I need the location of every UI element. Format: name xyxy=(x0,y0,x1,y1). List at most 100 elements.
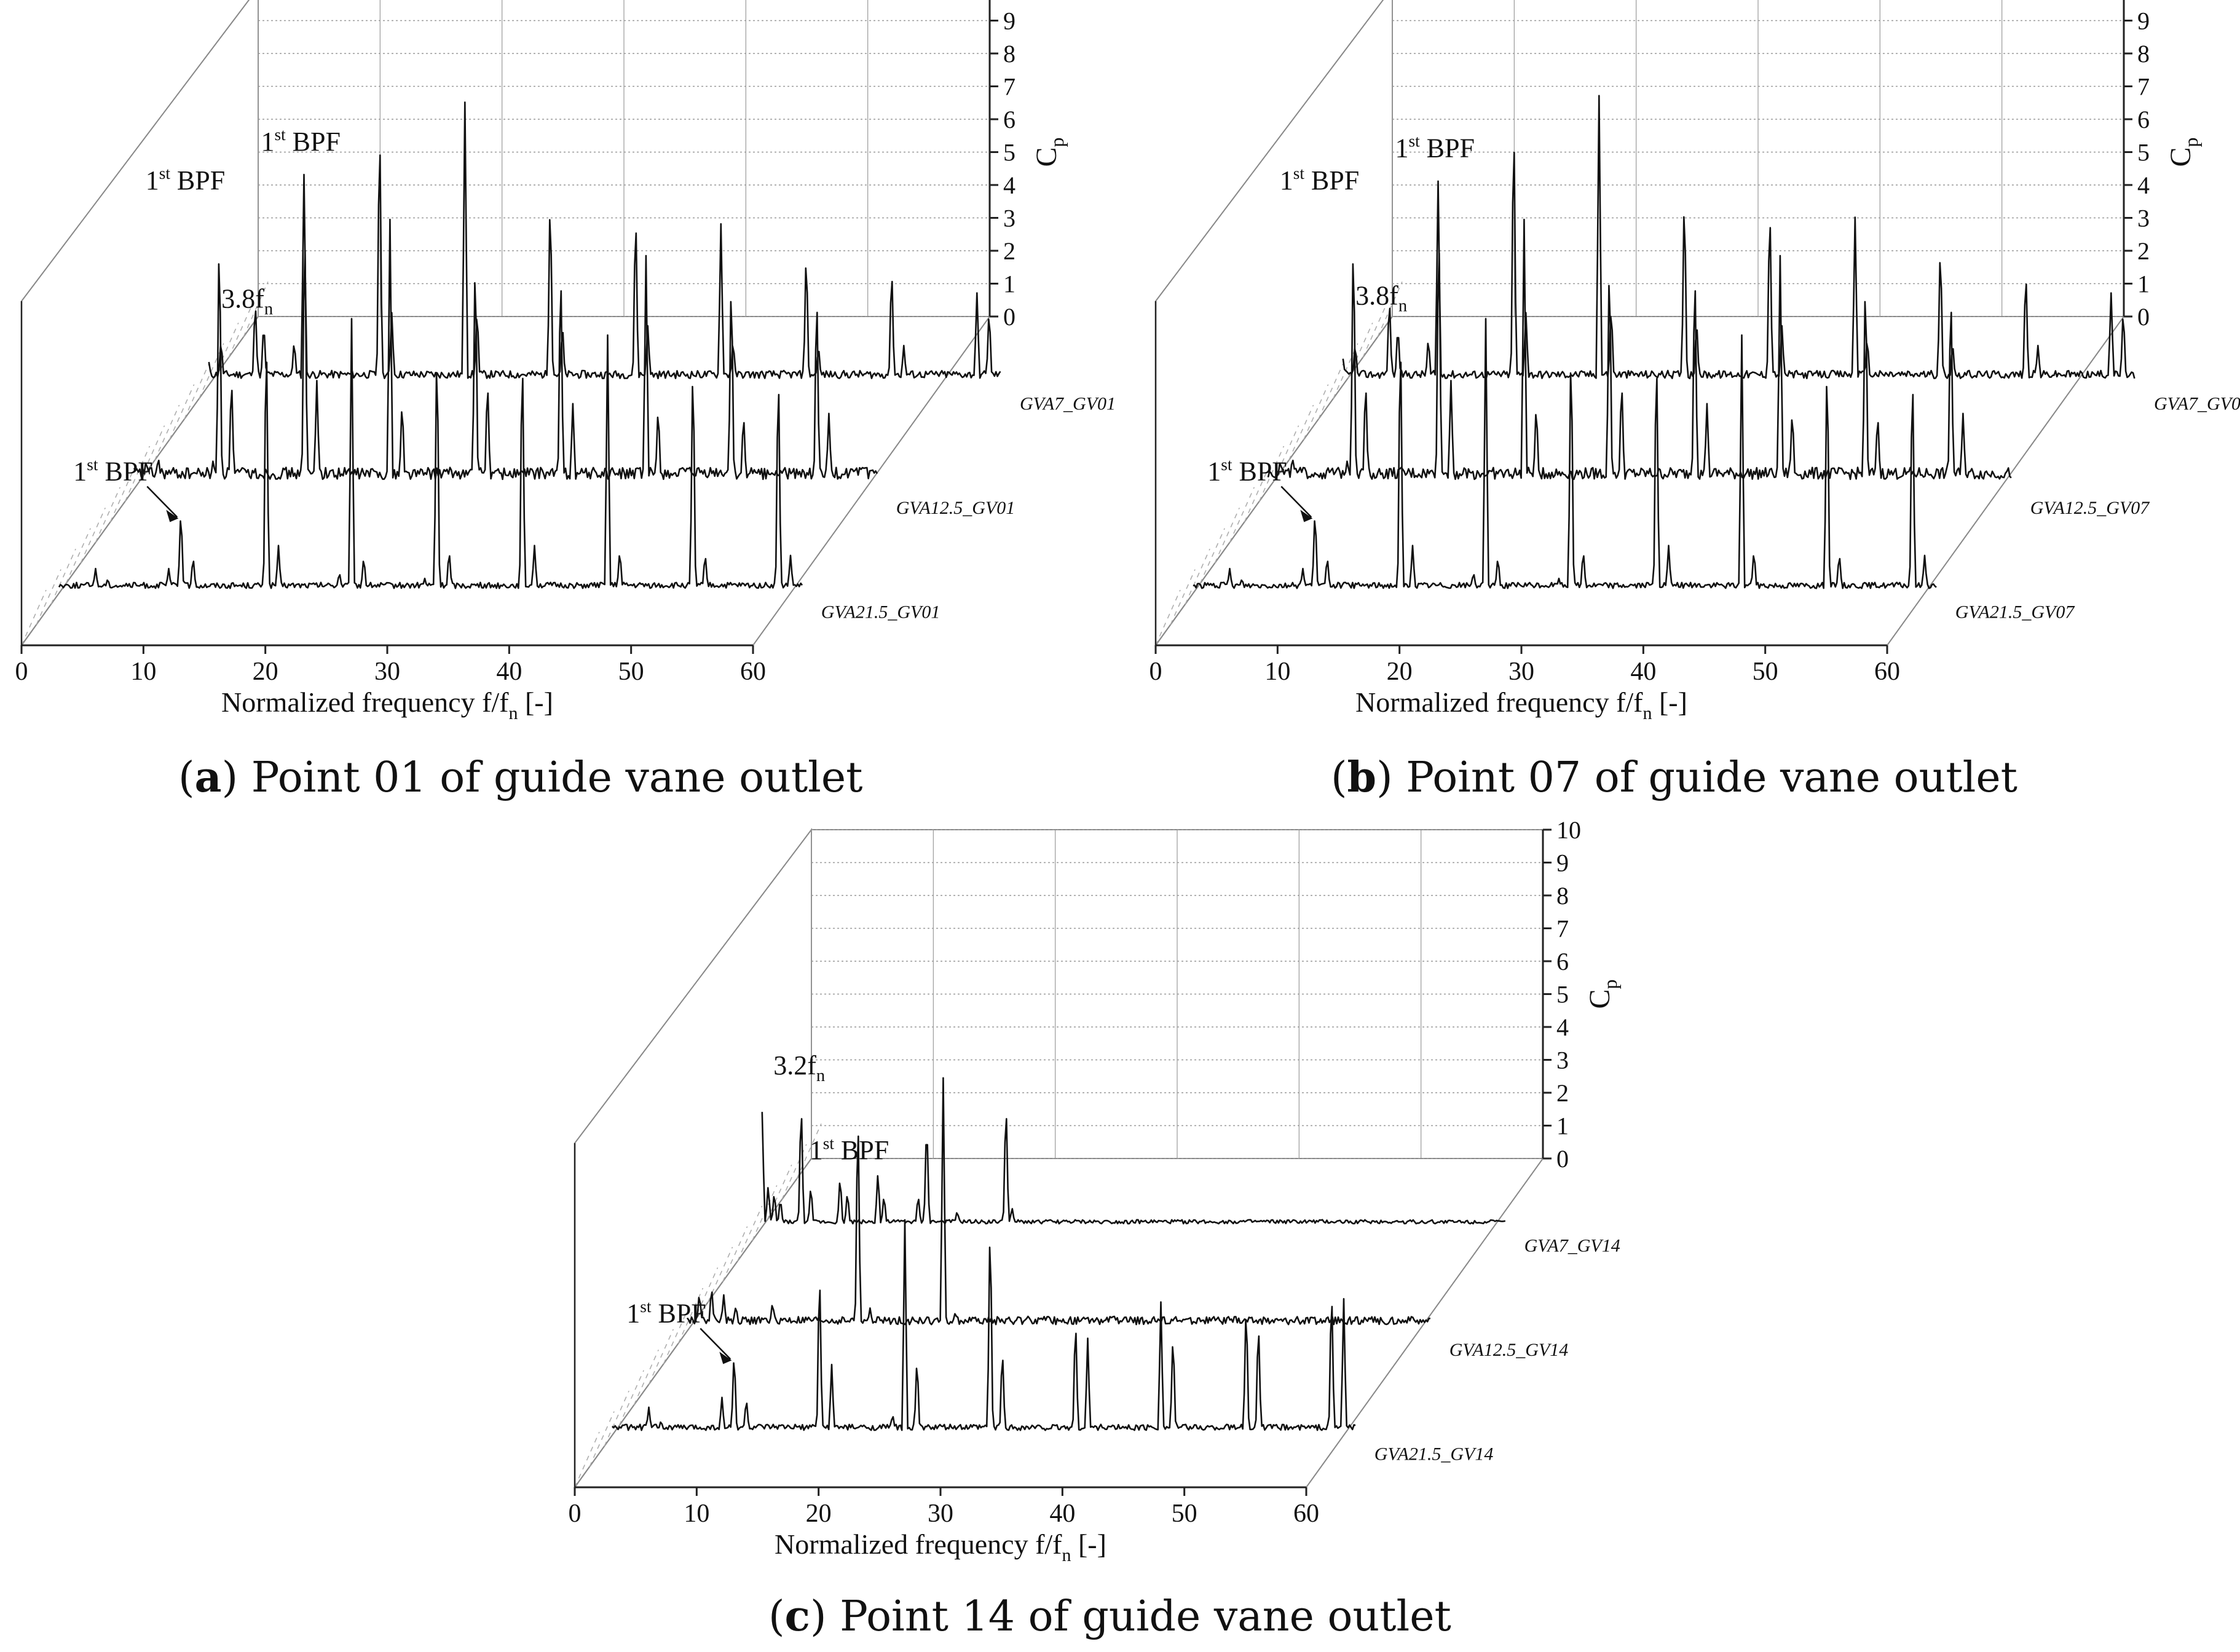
series-trace-2 xyxy=(1267,218,2012,481)
z-tick-label: 0 xyxy=(1556,1145,1569,1173)
wall-hatch xyxy=(796,1123,822,1179)
caption-b-letter: b xyxy=(1347,753,1377,802)
annotation-label: 1st BPF xyxy=(626,1297,706,1329)
series-trace-1 xyxy=(208,101,1001,380)
series-label-1: GVA7_GV01 xyxy=(1020,393,1116,414)
x-axis-label: Normalized frequency f/fn [-] xyxy=(221,686,553,723)
z-tick-label: 7 xyxy=(1556,915,1569,943)
z-tick-label: 4 xyxy=(2137,171,2150,199)
z-axis-label: Cp xyxy=(1583,979,1621,1009)
z-tick-label: 3 xyxy=(2137,205,2150,232)
series-label-2: GVA12.5_GV01 xyxy=(896,498,1015,518)
series-label-3: GVA21.5_GV07 xyxy=(1955,602,2076,622)
wall-hatch xyxy=(1318,363,1344,420)
z-tick-label: 0 xyxy=(1003,303,1015,331)
back-wall-grid xyxy=(811,829,1544,1159)
annotation-label: 3.8fn xyxy=(221,284,273,319)
left-wall xyxy=(1155,0,1393,648)
wall-hatch xyxy=(1214,507,1240,564)
wall-hatch xyxy=(648,1329,674,1385)
annotation-label: 1st BPF xyxy=(1280,164,1359,195)
x-tick-label: 10 xyxy=(130,658,156,686)
wall-hatch xyxy=(124,446,151,502)
wall-hatch xyxy=(767,1165,792,1221)
series-label-3: GVA21.5_GV14 xyxy=(1374,1444,1494,1464)
annotation-label: 1st BPF xyxy=(1395,132,1474,163)
wall-hatch xyxy=(154,404,180,461)
z-tick-label: 8 xyxy=(1556,882,1569,910)
z-axis-label: Cp xyxy=(1030,137,1068,167)
series-trace-1 xyxy=(1342,95,2135,380)
wall-hatch xyxy=(21,589,47,646)
z-tick-label: 8 xyxy=(2137,40,2150,68)
z-tick-label: 9 xyxy=(1003,7,1015,35)
wall-hatch xyxy=(589,1411,615,1467)
wall-hatch xyxy=(633,1349,659,1406)
z-tick-label: 4 xyxy=(1003,171,1015,199)
wall-hatch xyxy=(168,384,195,440)
x-tick-label: 50 xyxy=(1753,658,1778,686)
x-tick-label: 50 xyxy=(618,658,644,686)
z-tick-label: 7 xyxy=(2137,73,2150,101)
annotation-label: 3.2fn xyxy=(773,1050,825,1085)
x-tick-label: 40 xyxy=(1630,658,1656,686)
wall-hatch xyxy=(1199,528,1225,584)
annotation-arrow xyxy=(1280,486,1312,518)
z-tick-label: 1 xyxy=(1003,270,1015,298)
series-trace-2 xyxy=(133,218,878,481)
series-trace-1 xyxy=(761,1112,1506,1225)
back-wall-grid xyxy=(258,0,990,317)
z-tick-label: 10 xyxy=(1556,816,1581,844)
caption-a-letter: a xyxy=(194,753,222,802)
annotation-arrowhead xyxy=(719,1351,732,1364)
x-tick-label: 20 xyxy=(806,1500,832,1528)
wall-hatch xyxy=(663,1308,689,1364)
wall-hatch xyxy=(574,1431,600,1488)
wall-hatch xyxy=(1229,487,1255,543)
caption-c-text: Point 14 of guide vane outlet xyxy=(826,1592,1451,1641)
z-tick-label: 0 xyxy=(2137,303,2150,331)
x-tick-label: 0 xyxy=(15,658,28,686)
z-tick-label: 1 xyxy=(2137,270,2150,298)
series-trace-3 xyxy=(612,1219,1356,1431)
z-tick-label: 6 xyxy=(1556,948,1569,975)
z-tick-label: 3 xyxy=(1556,1047,1569,1074)
z-tick-label: 2 xyxy=(1003,237,1015,265)
wall-hatch xyxy=(1288,404,1314,461)
annotation-arrow xyxy=(700,1328,732,1360)
wall-hatch xyxy=(722,1226,748,1282)
caption-a: (a) Point 01 of guide vane outlet xyxy=(178,753,863,802)
x-tick-label: 30 xyxy=(928,1500,953,1528)
z-tick-label: 9 xyxy=(2137,7,2150,35)
z-tick-label: 4 xyxy=(1556,1013,1569,1041)
z-tick-label: 5 xyxy=(1003,139,1015,167)
wall-hatch xyxy=(1244,466,1270,522)
annotation-arrow xyxy=(146,486,178,518)
x-tick-label: 30 xyxy=(374,658,400,686)
z-tick-label: 10 xyxy=(1003,0,1028,2)
x-axis-label: Normalized frequency f/fn [-] xyxy=(1355,686,1687,723)
x-tick-label: 30 xyxy=(1508,658,1534,686)
z-tick-label: 10 xyxy=(2137,0,2162,2)
annotation-label: 1st BPF xyxy=(73,455,152,487)
left-wall xyxy=(574,828,812,1490)
x-tick-label: 0 xyxy=(569,1500,582,1528)
annotation-label: 1st BPF xyxy=(146,164,225,195)
z-tick-label: 9 xyxy=(1556,849,1569,877)
z-tick-label: 1 xyxy=(1556,1112,1569,1140)
wall-hatch xyxy=(737,1205,763,1262)
caption-c: (c) Point 14 of guide vane outlet xyxy=(768,1592,1451,1641)
x-tick-label: 20 xyxy=(1387,658,1413,686)
x-tick-label: 60 xyxy=(1874,658,1900,686)
caption-a-text: Point 01 of guide vane outlet xyxy=(238,753,863,802)
series-label-2: GVA12.5_GV14 xyxy=(1449,1340,1569,1360)
wall-hatch xyxy=(1170,569,1196,625)
x-tick-label: 20 xyxy=(253,658,278,686)
caption-b: (b) Point 07 of guide vane outlet xyxy=(1331,753,2017,802)
wall-hatch xyxy=(604,1390,629,1447)
annotation-label: 1st BPF xyxy=(1207,455,1287,487)
wall-hatch xyxy=(184,363,210,420)
x-tick-label: 0 xyxy=(1150,658,1162,686)
